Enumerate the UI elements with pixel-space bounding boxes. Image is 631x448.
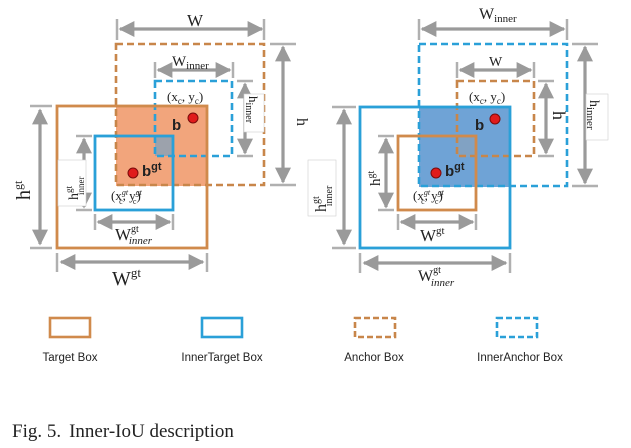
left-b-label: b <box>172 117 181 134</box>
right-anchor-center-label: (xc, yc) <box>469 89 505 106</box>
right-target-box <box>396 134 478 212</box>
right-w-inner-label: Winner <box>479 6 517 25</box>
left-overlap-region <box>155 136 174 156</box>
legend-inner-target-label: InnerTarget Box <box>181 352 262 364</box>
right-anchor-center-point <box>489 113 501 125</box>
legend-anchor-swatch <box>353 316 397 339</box>
legend-target-swatch <box>48 316 92 339</box>
legend-inner-anchor-label: InnerAnchor Box <box>477 352 563 364</box>
left-bgt-label: bgt <box>142 161 162 180</box>
left-target-box <box>55 104 209 250</box>
right-h-label: h <box>549 111 569 120</box>
right-w-gt-label: Wgt <box>420 225 445 245</box>
left-inner-anchor-box <box>153 79 234 158</box>
left-anchor-box <box>114 42 266 187</box>
figure-caption: Fig. 5. Inner-IoU description <box>12 421 234 442</box>
legend-target-label: Target Box <box>43 352 98 364</box>
right-w-label: W <box>489 55 503 70</box>
legend-anchor-label: Anchor Box <box>344 352 404 364</box>
legend-inner-target-swatch <box>200 316 244 339</box>
left-w-gt-label: Wgt <box>112 265 141 290</box>
right-gt-center-point <box>430 167 442 179</box>
left-h-inner-label: hinner <box>243 96 261 124</box>
right-bgt-label: bgt <box>445 161 465 180</box>
caption-fig: Fig. 5. <box>12 421 61 442</box>
right-inner-anchor-box <box>417 42 569 188</box>
left-w-inner-label: Winner <box>172 54 209 72</box>
legend-inner-anchor-swatch <box>495 316 539 339</box>
right-h-gt-label: hgt <box>366 171 384 187</box>
left-anchor-center-label: (xc, yc) <box>167 89 203 106</box>
left-anchor-center-point <box>187 112 199 124</box>
right-overlap-region <box>457 136 477 157</box>
right-anchor-box <box>455 79 536 158</box>
left-h-label: h <box>293 118 310 126</box>
left-w-label: W <box>187 11 204 30</box>
caption-text: Inner-IoU description <box>69 421 234 442</box>
left-h-gt-label: hgt <box>11 180 35 200</box>
left-gt-center-point <box>127 167 139 179</box>
right-b-label: b <box>475 117 484 134</box>
right-inner-target-box <box>358 105 512 250</box>
right-h-inner-label: hinner <box>584 100 601 130</box>
legend: Target Box InnerTarget Box Anchor Box In… <box>43 316 563 364</box>
left-inner-target-box <box>93 134 175 212</box>
